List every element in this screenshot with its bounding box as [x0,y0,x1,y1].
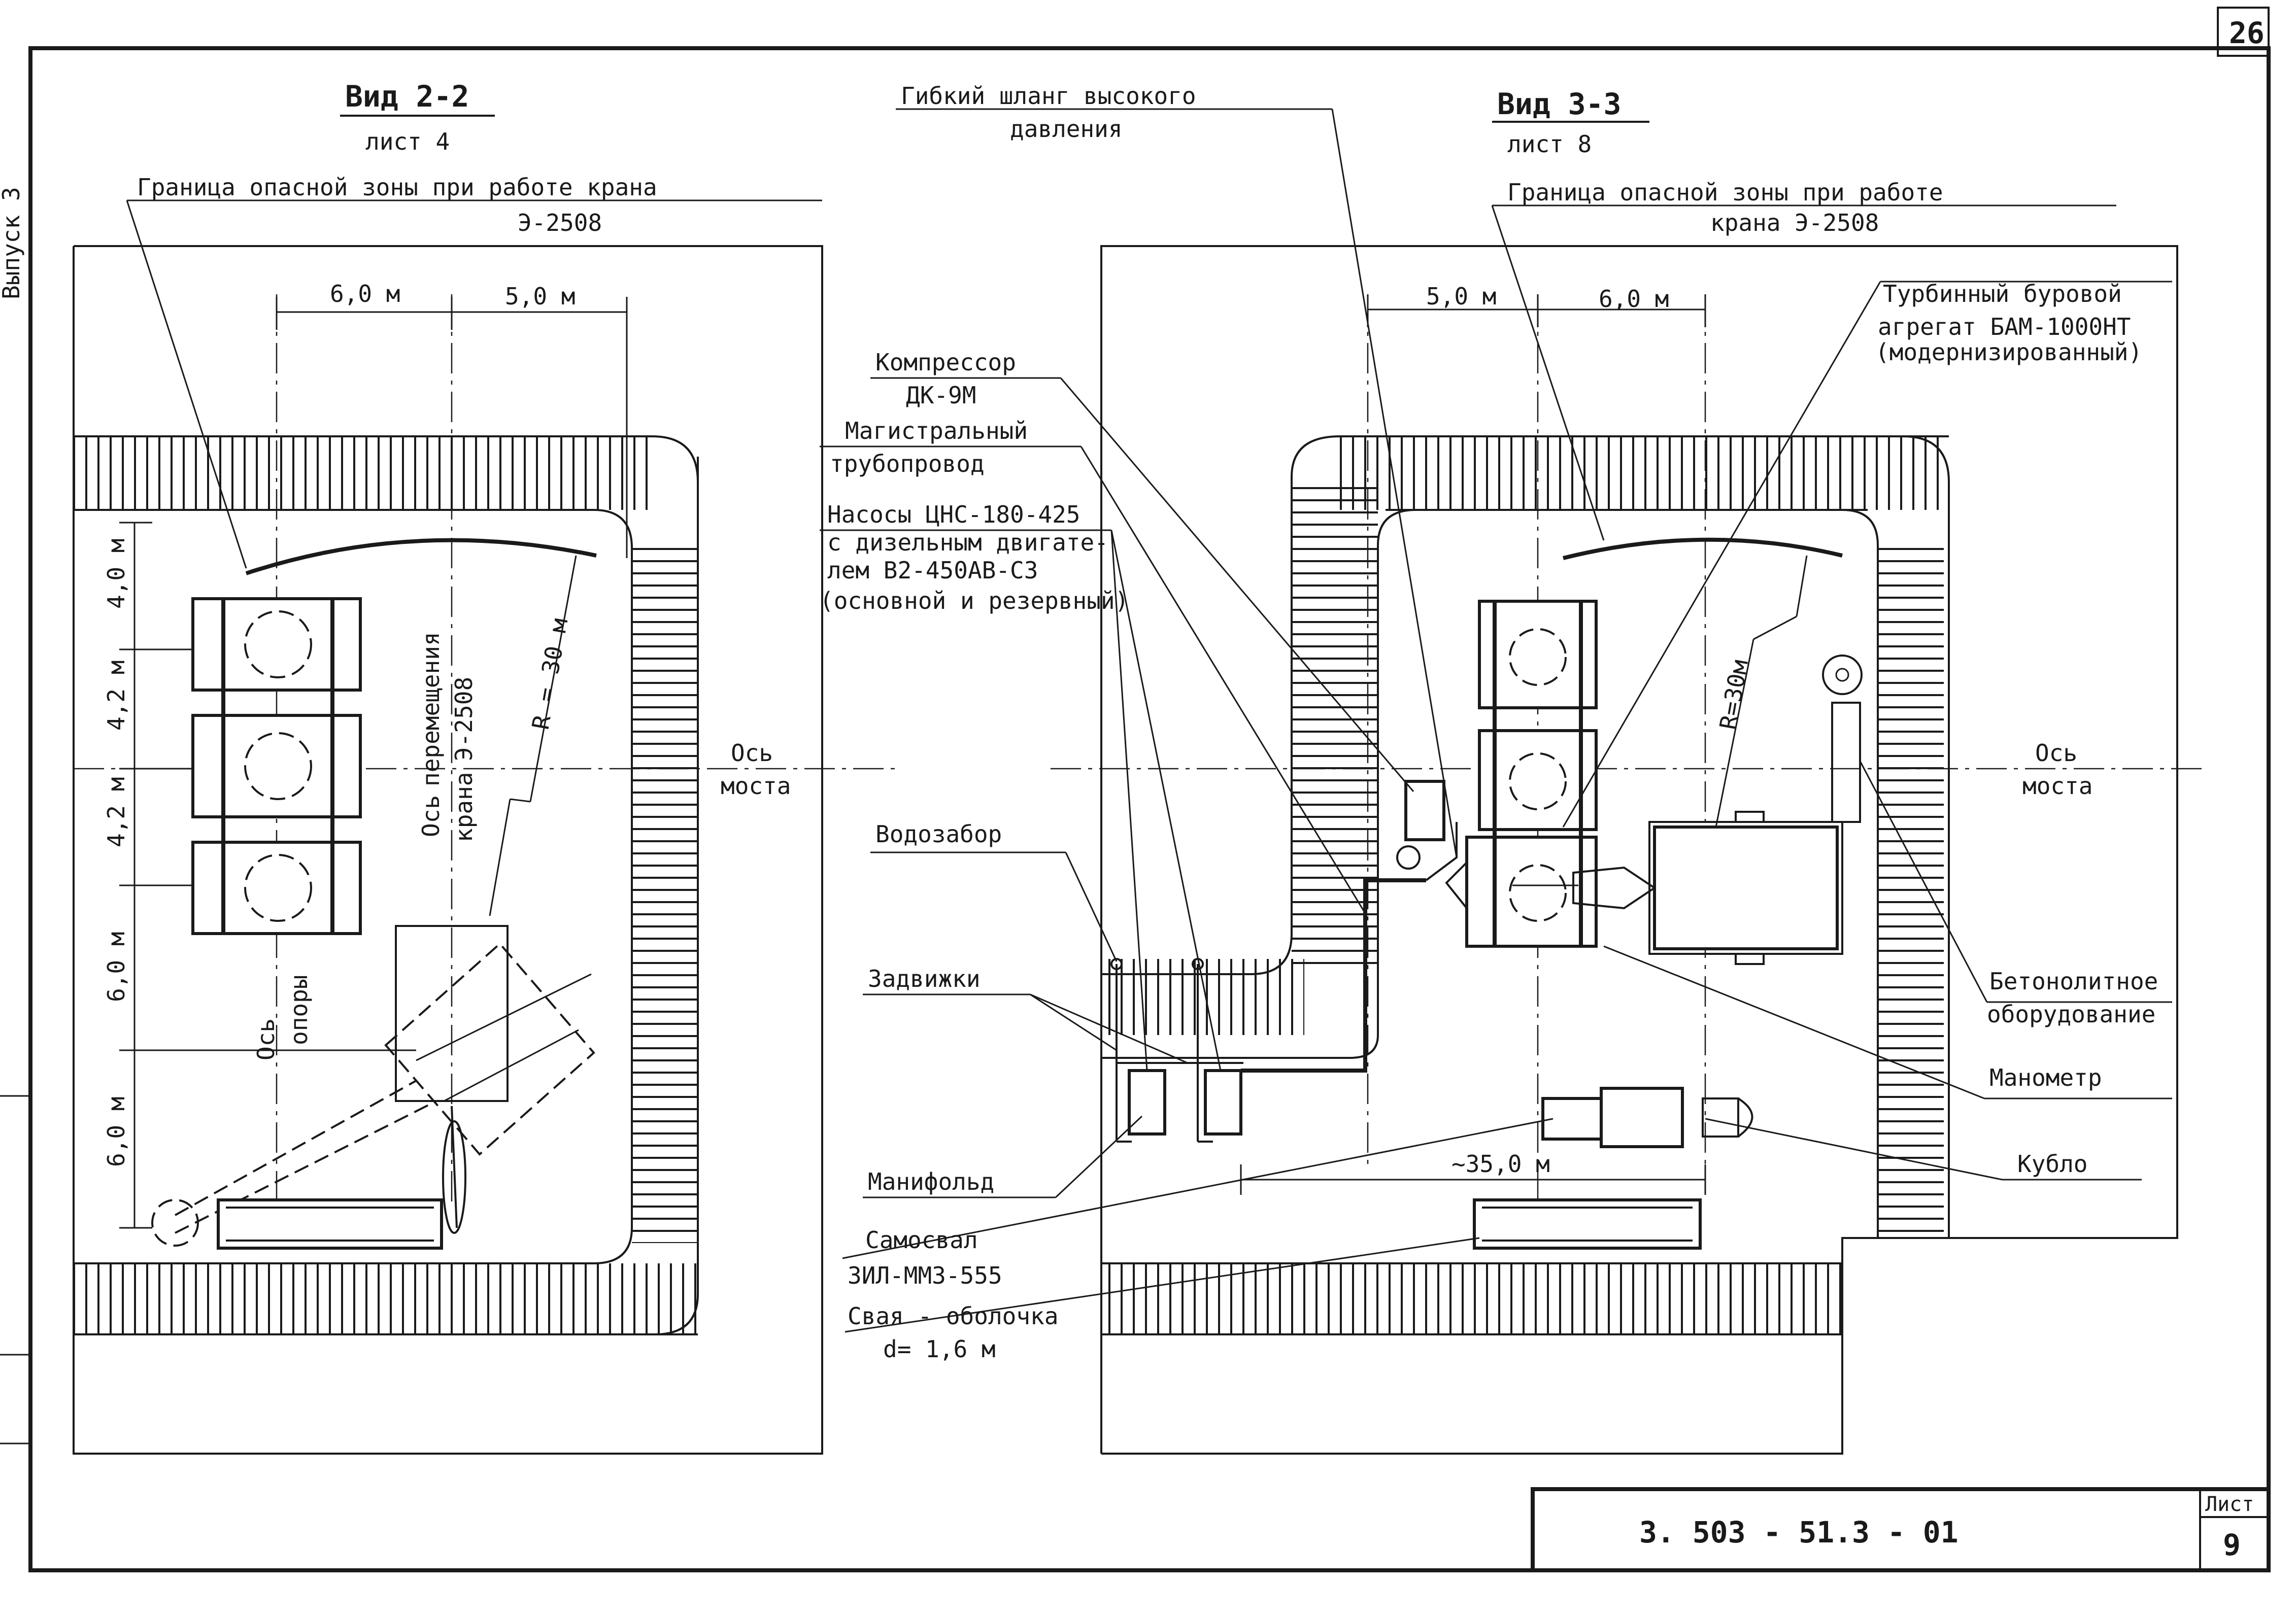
truck-label-2: ЗИЛ-ММЗ-555 [848,1262,1002,1289]
view-left-support-axis-2: опоры [285,975,313,1045]
view-left-dim-side-2: 4,2 м [103,661,130,731]
view-left-dim-side-1: 4,0 м [103,539,130,609]
pumps-label-4: (основной и резервный) [820,587,1129,614]
hose-label-1: Гибкий шланг высокого [901,82,1196,110]
view-right-dim-top-2: 6,0 м [1599,285,1669,313]
crane-left [151,925,595,1247]
view-right-title: Вид 3-3 [1497,87,1621,121]
view-right-dim-top-1: 5,0 м [1426,283,1496,310]
pumps-label-1: Насосы ЦНС-180-425 [827,501,1081,528]
side-label: Выпуск 3 [0,187,25,299]
view-left-radius: R = 30 м [527,616,573,732]
view-right-dim-bottom-label: ~35,0 м [1451,1150,1550,1178]
view-left-danger-crane: Э-2508 [518,209,602,236]
main-pipeline [1241,878,1426,1073]
view-left-title: Вид 2-2 [345,79,469,114]
sheet-label: Лист [2205,1493,2254,1516]
view-left-dim-top-2: 5,0 м [505,283,575,310]
compressor-label-2: ДК-9М [906,382,976,409]
drawing-frame [0,7,2271,1572]
page-corner-number: 26 [2229,16,2265,50]
view-left-dim-top-1: 6,0 м [330,280,400,307]
bucket-label: Кубло [2017,1150,2087,1178]
pile-label-2: d= 1,6 м [883,1335,996,1363]
view-right-radius: R=30м [1714,658,1753,732]
turbine-label-1: Турбинный буровой [1883,280,2122,307]
compressor-label-1: Компрессор [875,349,1016,376]
intake-label: Водозабор [875,820,1002,848]
turbine-label-3: (модернизированный) [1875,338,2142,366]
view-left-dim-top [276,297,628,558]
truck-label-1: Самосвал [865,1226,978,1254]
view-left-crane-axis-1: Ось [417,795,445,837]
view-right-bridge-axis-2: моста [2022,772,2092,800]
sheet-number: 9 [2223,1528,2241,1562]
pile-frames-right [1465,600,1598,948]
view-right-danger-label: Граница опасной зоны при работе [1507,179,1943,206]
valves-label: Задвижки [868,965,981,992]
view-left-dim-side-4: 6,0 м [103,932,130,1002]
view-left-bridge-axis-1: Ось [731,739,773,767]
concrete-label-1: Бетонолитное [1989,968,2158,995]
danger-zone-arc-left [245,538,597,575]
manometer-dial [1396,845,1421,870]
view-left-crane-axis-3: крана [450,772,478,842]
view-right-bridge-axis-1: Ось [2035,739,2077,767]
manifold-label: Манифольд [868,1168,994,1195]
document-code: 3. 503 - 51.3 - 01 [1639,1515,1959,1550]
view-left-danger-label: Граница опасной зоны при работе крана [137,174,657,201]
view-left-dim-side-3: 4,2 м [103,777,130,847]
main-pipe-label-2: трубопровод [830,450,985,477]
turbine-drilling-unit [1512,811,1843,965]
pumps-label-3: лем В2-450АВ-С3 [827,557,1038,584]
view-left-sheet-ref: лист 4 [365,128,450,155]
danger-zone-arc-right [1563,537,1843,560]
view-left-crane-axis-2: перемещения [417,632,445,786]
view-right-danger-crane: крана Э-2508 [1710,209,1879,236]
pumps-label-2: с дизельным двигате- [827,529,1108,556]
pile-label-1: Свая - оболочка [848,1302,1058,1330]
view-right-site [1100,245,2178,1455]
view-right-dim-top [1367,294,1706,327]
manometer-label: Манометр [1989,1064,2102,1091]
view-left-site [73,245,823,1455]
pump-station [1110,958,1243,1143]
pile-frames-left [191,597,362,935]
view-left-dim-side-5: 6,0 м [103,1097,130,1167]
dump-truck [1541,1087,1753,1148]
pile-shell-left [217,1198,443,1250]
concrete-label-2: оборудование [1987,1001,2155,1028]
turbine-label-2: агрегат БАМ-1000НТ [1878,313,2131,340]
view-right-sheet-ref: лист 8 [1507,130,1592,158]
view-left-crane-axis-4: Э-2508 [450,677,478,761]
main-pipe-label-1: Магистральный [845,417,1028,444]
view-left-support-axis-1: Ось [252,1018,280,1060]
hose-label-2: давления [1010,115,1123,143]
view-left-bridge-axis-2: моста [721,772,791,800]
pile-shell-right [1473,1198,1702,1250]
concrete-equipment [1822,655,1863,823]
